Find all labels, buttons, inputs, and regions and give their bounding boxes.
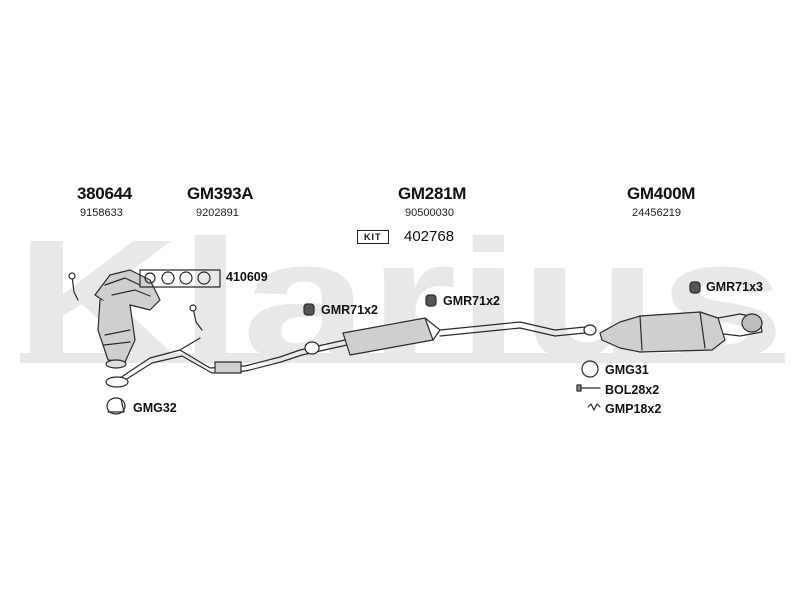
part-number-380644: 380644 xyxy=(77,184,132,203)
bolt-label: BOL28x2 xyxy=(605,383,660,397)
clamp-right-label: GMG31 xyxy=(605,363,649,377)
kit-number: 402768 xyxy=(404,228,455,245)
oe-number-24456219: 24456219 xyxy=(632,207,681,219)
oe-number-9158633: 9158633 xyxy=(80,207,123,219)
rubber-mount-icon-right xyxy=(689,281,701,294)
catalyst-manifold xyxy=(94,269,161,369)
middle-silencer xyxy=(299,317,586,356)
clamp-icon-right xyxy=(581,360,599,378)
mount-left-label: GMR71x2 xyxy=(321,303,378,317)
lambda-sensor-icon xyxy=(68,272,203,331)
oe-number-90500030: 90500030 xyxy=(405,207,454,219)
rubber-mount-icon-mid xyxy=(425,294,437,307)
clamp-left-label: GMG32 xyxy=(133,401,177,415)
spring-icon xyxy=(587,403,601,411)
gasket-label: 410609 xyxy=(226,270,268,284)
clamp-icon-left xyxy=(106,397,126,415)
front-pipe xyxy=(119,337,303,383)
rubber-mount-icon xyxy=(303,303,315,316)
part-number-gm281m: GM281M xyxy=(398,184,467,203)
part-number-gm400m: GM400M xyxy=(627,184,696,203)
mount-mid-label: GMR71x2 xyxy=(443,294,500,308)
flange-icon xyxy=(105,376,129,388)
bolt-icon xyxy=(576,384,601,392)
mount-right-label: GMR71x3 xyxy=(706,280,763,294)
watermark-underline xyxy=(20,353,785,363)
part-number-gm393a: GM393A xyxy=(187,184,254,203)
oe-number-9202891: 9202891 xyxy=(196,207,239,219)
rear-silencer xyxy=(599,311,763,353)
joint-clamp-icon xyxy=(304,341,320,355)
manifold-gasket-icon xyxy=(139,269,221,288)
kit-badge: KIT xyxy=(357,230,389,244)
joint-clamp-icon-rear xyxy=(583,324,597,336)
spring-label: GMP18x2 xyxy=(605,402,662,416)
